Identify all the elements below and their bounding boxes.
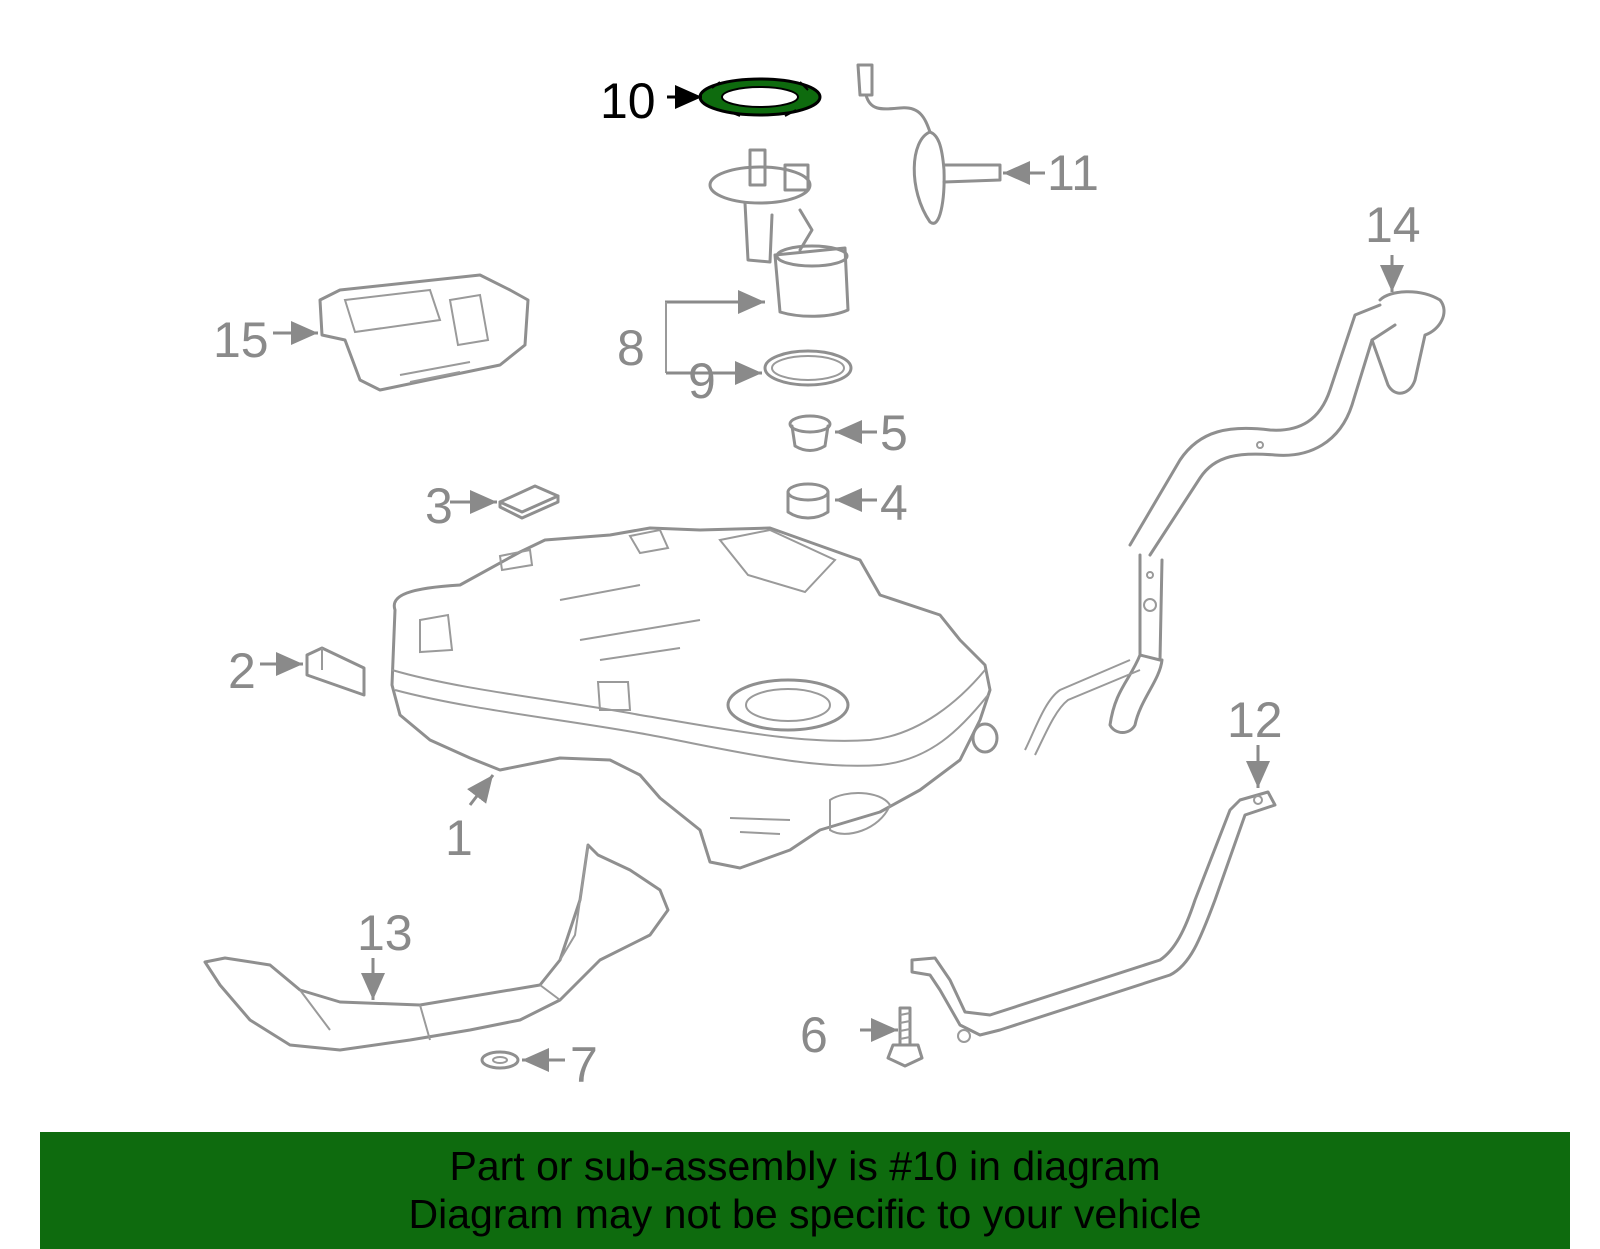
callout-1: 1: [445, 810, 473, 866]
banner-line-1: Part or sub-assembly is #10 in diagram: [449, 1143, 1161, 1189]
callout-5: 5: [880, 405, 908, 461]
banner-line-2: Diagram may not be specific to your vehi…: [408, 1191, 1202, 1237]
part-13-bolt[interactable]: [886, 1006, 924, 1068]
part-12-tank-strap[interactable]: [910, 790, 1277, 1043]
callout-7: 7: [570, 1037, 598, 1093]
part-9-seal[interactable]: [763, 349, 853, 387]
callout-13: 6: [800, 1007, 828, 1063]
part-4-bumper[interactable]: [786, 482, 830, 520]
callout-15: 15: [213, 312, 269, 368]
parts-diagram: 10 11 8 9 5 4: [203, 63, 1446, 1093]
callout-11: 11: [1047, 145, 1099, 201]
callout-6: 13: [357, 905, 413, 961]
callout-9: 9: [688, 353, 716, 409]
part-2-insulator[interactable]: [305, 646, 366, 697]
callout-4: 4: [880, 475, 908, 531]
callout-3: 3: [425, 478, 453, 534]
callout-8: 8: [617, 320, 645, 376]
part-3-pad[interactable]: [498, 484, 560, 520]
part-15-evap-canister[interactable]: [318, 273, 530, 392]
part-8-fuel-pump-module[interactable]: [708, 148, 850, 318]
info-banner: Part or sub-assembly is #10 in diagram D…: [40, 1132, 1570, 1249]
callout-14: 14: [1365, 197, 1421, 253]
part-6-heat-shield[interactable]: [203, 843, 670, 1052]
part-1-fuel-tank[interactable]: [390, 526, 999, 870]
callout-10: 10: [600, 73, 656, 129]
part-14-filler-pipe[interactable]: [1024, 290, 1446, 756]
part-7-washer[interactable]: [480, 1050, 520, 1070]
callout-12: 12: [1227, 692, 1283, 748]
callout-2: 2: [228, 643, 256, 699]
part-10-lock-ring[interactable]: [698, 77, 822, 117]
part-11-fuel-level-sensor[interactable]: [856, 63, 1002, 225]
callout-1-arrow: [467, 774, 495, 806]
part-5-grommet[interactable]: [788, 414, 832, 452]
